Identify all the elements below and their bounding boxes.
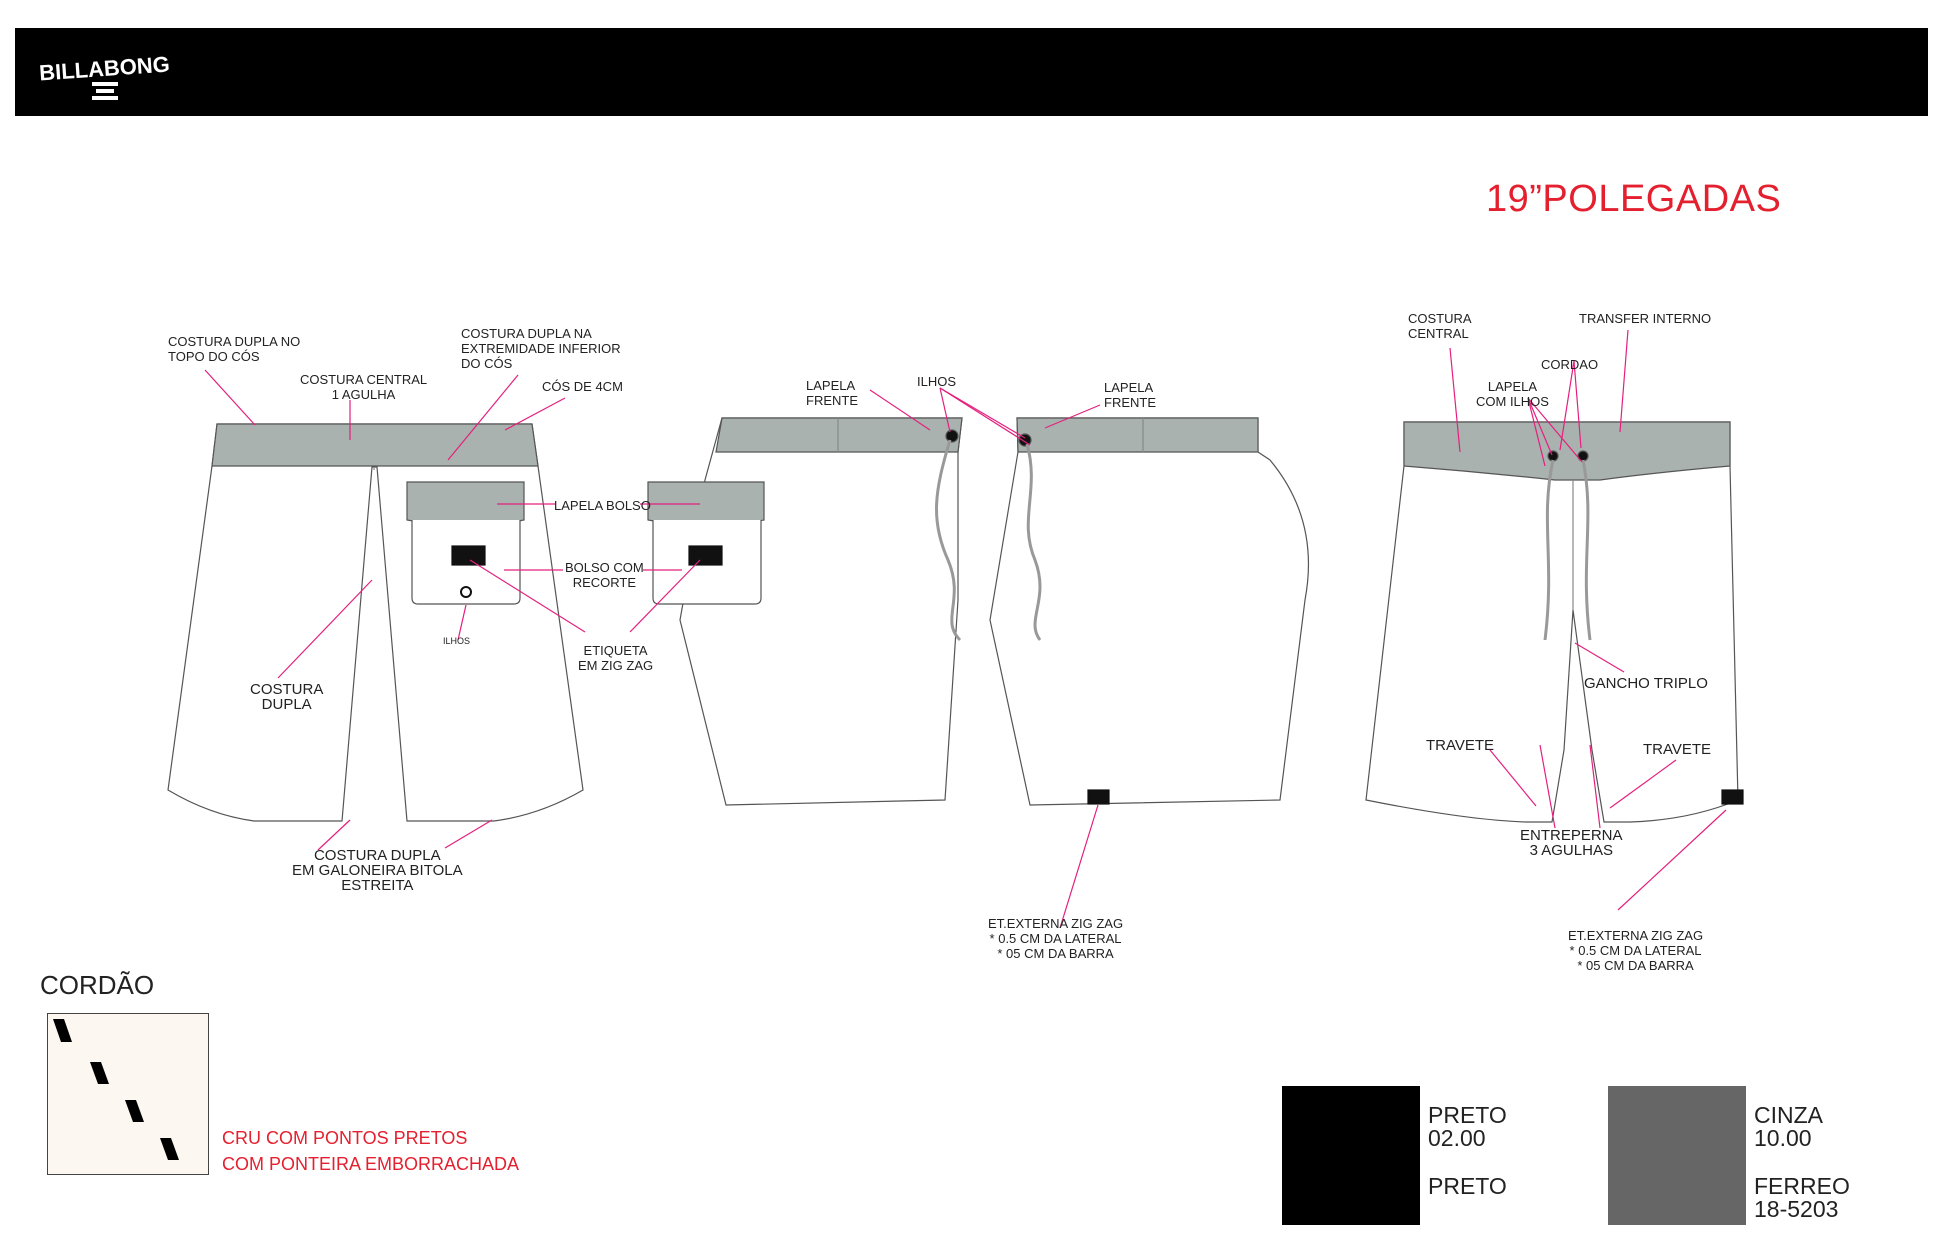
label-cos-4cm: CÓS DE 4CM (542, 379, 623, 394)
back-view-shorts (167, 423, 584, 822)
label-bolso-recorte: BOLSO COM RECORTE (565, 560, 644, 590)
label-costura-dupla-extremidade: COSTURA DUPLA NA EXTREMIDADE INFERIOR DO… (461, 326, 621, 371)
label-travete-right: TRAVETE (1643, 741, 1712, 758)
label-et-externa-front: ET.EXTERNA ZIG ZAG * 0.5 CM DA LATERAL *… (1568, 928, 1704, 973)
swatch-cinza-code: CINZA 10.00 (1754, 1102, 1823, 1151)
label-travete-left: TRAVETE (1426, 737, 1495, 754)
back-pocket-eyelet (460, 586, 472, 598)
swatch-cinza-name: FERREO 18-5203 (1754, 1173, 1850, 1222)
swatch-preto-name: PRETO (1428, 1173, 1507, 1199)
label-entreperna: ENTREPERNA 3 AGULHAS (1520, 827, 1623, 859)
label-cordao: CORDAO (1541, 357, 1599, 372)
swatch-preto (1282, 1086, 1420, 1225)
label-costura-dupla: COSTURA DUPLA (250, 681, 324, 713)
cordao-title: CORDÃO (40, 970, 155, 1000)
front-waistband (1403, 421, 1731, 481)
label-transfer-interno: TRANSFER INTERNO (1579, 311, 1712, 326)
label-lapela-frente-left: LAPELA FRENTE (806, 378, 858, 408)
front-view-shorts (1365, 421, 1744, 823)
label-ilhos-bolso: ILHOS (443, 636, 471, 646)
cordao-dots (53, 1019, 179, 1160)
label-gancho-triplo: GANCHO TRIPLO (1584, 675, 1708, 692)
side-view-right-shorts (989, 417, 1310, 806)
header-bar (15, 28, 1928, 116)
back-waistband (211, 423, 539, 467)
side-view-left-shorts (647, 417, 963, 806)
back-pocket-label (451, 545, 486, 566)
label-lapela-bolso: LAPELA BOLSO (554, 498, 651, 513)
label-ilhos-side: ILHOS (917, 374, 957, 389)
label-costura-dupla-topo: COSTURA DUPLA NO TOPO DO CÓS (168, 334, 301, 364)
label-et-externa-side: ET.EXTERNA ZIG ZAG * 0.5 CM DA LATERAL *… (988, 916, 1124, 961)
label-lapela-ilhos: LAPELA COM ILHOS (1476, 379, 1549, 409)
label-costura-central: COSTURA CENTRAL (1408, 311, 1472, 341)
label-lapela-frente-right: LAPELA FRENTE (1104, 380, 1156, 410)
size-title: 19”POLEGADAS (1486, 178, 1782, 220)
swatch-cinza (1608, 1086, 1746, 1225)
label-costura-central-agulha: COSTURA CENTRAL 1 AGULHA (300, 372, 428, 402)
label-costura-galoneira: COSTURA DUPLA EM GALONEIRA BITOLA ESTREI… (292, 847, 463, 894)
cordao-note: CRU COM PONTOS PRETOS COM PONTEIRA EMBOR… (222, 1128, 520, 1174)
swatch-preto-code: PRETO 02.00 (1428, 1102, 1507, 1151)
billabong-logo: BILLABONG (40, 51, 170, 100)
cordao-swatch (47, 1013, 209, 1175)
callout-lines (204, 329, 1727, 929)
label-etiqueta-zig-zag: ETIQUETA EM ZIG ZAG (578, 643, 654, 673)
